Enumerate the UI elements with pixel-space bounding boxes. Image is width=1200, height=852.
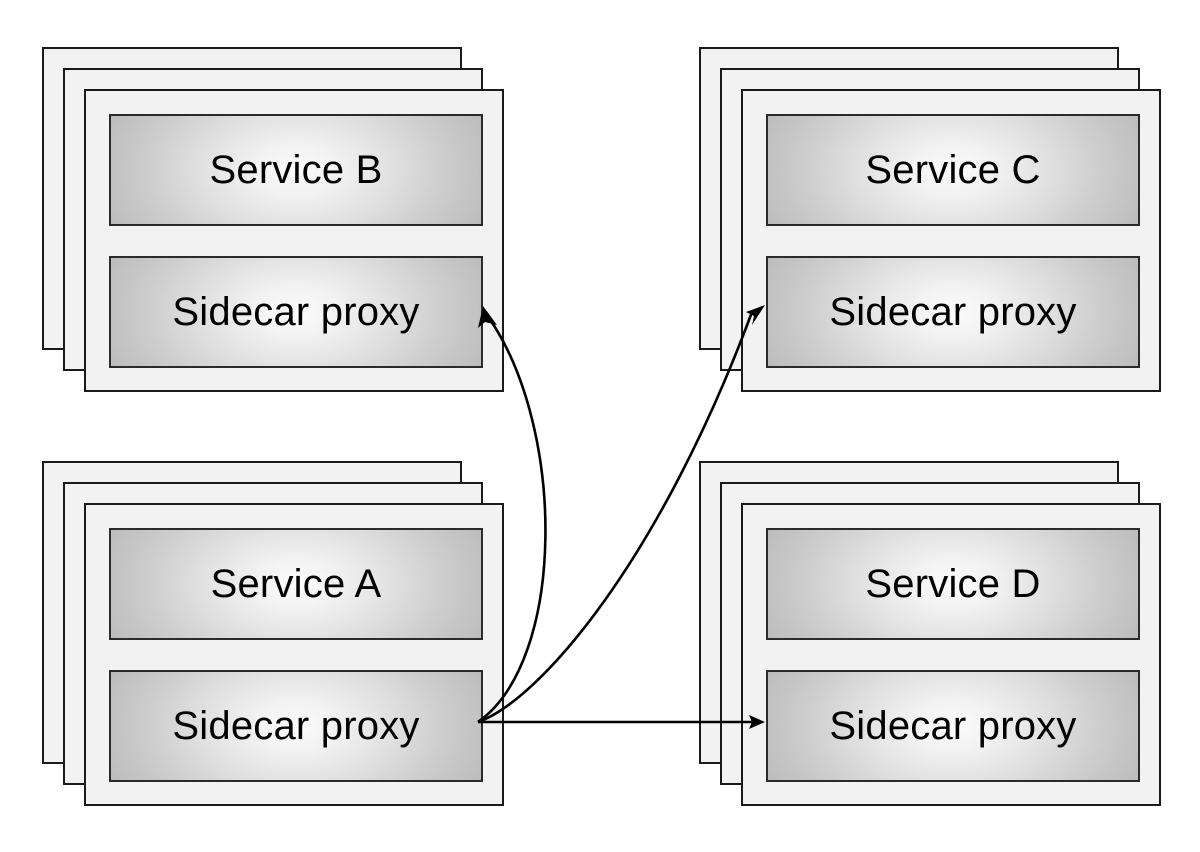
sidecar-proxy-label: Sidecar proxy	[172, 704, 420, 748]
service-group-service-a[interactable]: Service A Sidecar proxy	[42, 461, 504, 806]
sidecar-proxy-box[interactable]: Sidecar proxy	[109, 256, 483, 368]
service-group-service-b[interactable]: Service B Sidecar proxy	[42, 47, 504, 392]
service-label: Service C	[865, 148, 1041, 192]
service-box[interactable]: Service D	[766, 528, 1140, 640]
stack-card-front: Service C Sidecar proxy	[741, 89, 1161, 392]
service-box[interactable]: Service B	[109, 114, 483, 226]
sidecar-proxy-box[interactable]: Sidecar proxy	[766, 670, 1140, 782]
service-label: Service A	[210, 562, 382, 606]
service-label: Service B	[209, 148, 383, 192]
sidecar-proxy-label: Sidecar proxy	[829, 704, 1077, 748]
service-group-service-c[interactable]: Service C Sidecar proxy	[699, 47, 1161, 392]
service-label: Service D	[865, 562, 1041, 606]
sidecar-proxy-label: Sidecar proxy	[829, 290, 1077, 334]
stack-card-front: Service B Sidecar proxy	[84, 89, 504, 392]
stack-card-front: Service D Sidecar proxy	[741, 503, 1161, 806]
service-group-service-d[interactable]: Service D Sidecar proxy	[699, 461, 1161, 806]
sidecar-proxy-label: Sidecar proxy	[172, 290, 420, 334]
stack-card-front: Service A Sidecar proxy	[84, 503, 504, 806]
service-box[interactable]: Service A	[109, 528, 483, 640]
sidecar-proxy-box[interactable]: Sidecar proxy	[109, 670, 483, 782]
sidecar-proxy-box[interactable]: Sidecar proxy	[766, 256, 1140, 368]
service-box[interactable]: Service C	[766, 114, 1140, 226]
